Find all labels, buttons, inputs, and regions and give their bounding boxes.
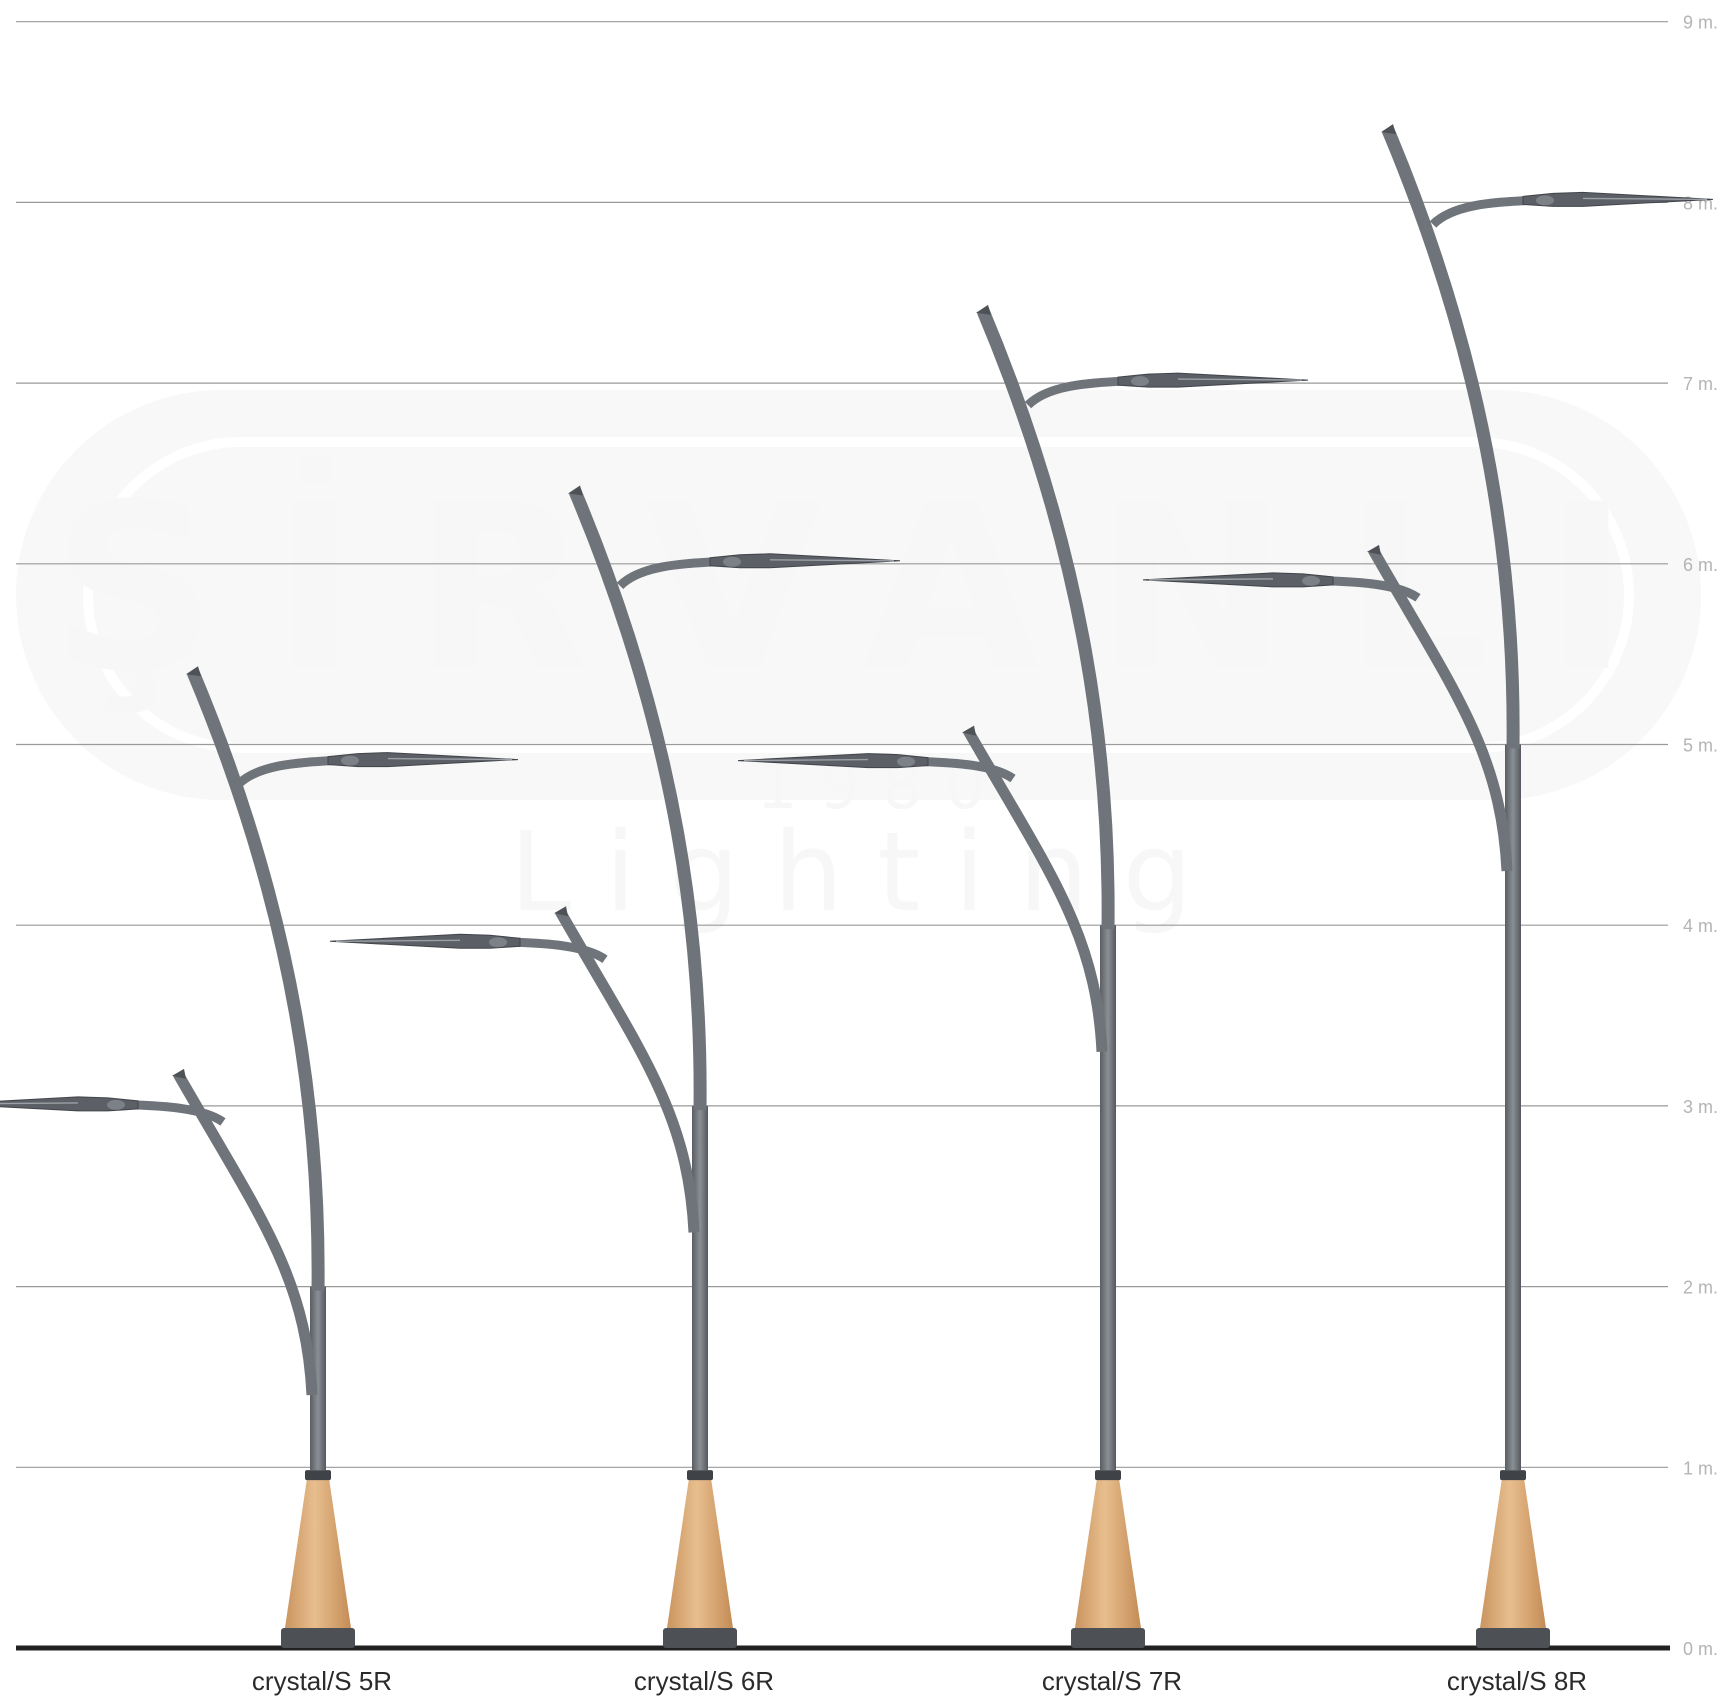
lamp-highlight <box>387 757 513 761</box>
pole-shaft <box>1100 925 1116 1471</box>
lamp-highlight <box>335 939 461 942</box>
lamp-joint <box>1302 575 1320 586</box>
scale-label: 9 m. <box>1683 13 1718 33</box>
lamp-head <box>1522 191 1714 207</box>
lamp-joint <box>1536 195 1554 206</box>
wood-cone <box>1480 1478 1546 1628</box>
lamp-highlight <box>769 559 895 562</box>
brand-watermark: ŞİRVANLI 1980 Lighting <box>16 390 1701 936</box>
lamp-highlight <box>743 758 869 762</box>
upper-lamp-bracket <box>616 557 716 590</box>
scale-label: 6 m. <box>1683 555 1718 575</box>
scale-label: 1 m. <box>1683 1458 1718 1478</box>
upper-lamp-bracket <box>1024 376 1124 409</box>
scale-label: 8 m. <box>1683 193 1718 213</box>
scale-label: 2 m. <box>1683 1278 1718 1298</box>
pole-main-arm <box>977 308 1115 930</box>
pole <box>1142 124 1714 1648</box>
pole-base-plate <box>281 1628 355 1648</box>
lamp-head <box>0 1096 139 1112</box>
scale-label: 0 m. <box>1683 1639 1718 1659</box>
upper-lamp-bracket <box>234 756 334 788</box>
lamp-joint <box>723 556 741 567</box>
pole-secondary-arm <box>1368 547 1513 872</box>
pole <box>737 304 1309 1648</box>
scale-label: 7 m. <box>1683 374 1718 394</box>
model-label: crystal/S 7R <box>1042 1666 1182 1696</box>
wood-cone <box>285 1478 351 1628</box>
pole <box>329 485 901 1648</box>
lamp-joint <box>897 756 915 767</box>
wood-cone <box>1075 1478 1141 1628</box>
lamp-highlight <box>1177 378 1303 381</box>
scale-label: 4 m. <box>1683 916 1718 936</box>
model-label: crystal/S 5R <box>252 1666 392 1696</box>
pole-base-plate <box>1071 1628 1145 1648</box>
lamp-head <box>709 553 901 569</box>
poles-group <box>0 124 1714 1648</box>
upper-lamp-bracket <box>1429 195 1529 228</box>
lamp-joint <box>341 755 359 766</box>
pole-collar <box>687 1470 713 1481</box>
pole-secondary-arm <box>963 727 1108 1052</box>
scale-label: 5 m. <box>1683 736 1718 756</box>
wood-cone <box>667 1478 733 1628</box>
lamp-joint <box>107 1099 125 1110</box>
lamp-head <box>737 753 929 769</box>
watermark-brand: ŞİRVANLI <box>51 454 1684 723</box>
lamp-head <box>1142 572 1334 588</box>
arm-tip <box>554 906 568 917</box>
arm-tip <box>962 725 976 736</box>
arm-tip <box>976 304 991 315</box>
model-label: crystal/S 6R <box>634 1666 774 1696</box>
pole-shaft <box>1505 744 1521 1471</box>
model-label: crystal/S 8R <box>1447 1666 1587 1696</box>
lamp-joint <box>1131 376 1149 387</box>
lamp-head <box>327 752 519 768</box>
lower-lamp-bracket <box>1327 576 1421 602</box>
lamp-highlight <box>1582 197 1708 201</box>
pole-collar <box>1500 1470 1526 1481</box>
lower-lamp-bracket <box>922 757 1016 783</box>
pole-secondary-arm <box>173 1071 318 1396</box>
pole-shaft <box>310 1286 326 1471</box>
scale-label: 3 m. <box>1683 1097 1718 1117</box>
arm-tip <box>186 666 201 677</box>
arm-tip <box>568 485 583 496</box>
pole-main-arm <box>1382 127 1520 749</box>
lamp-highlight <box>1148 578 1274 581</box>
pole-secondary-arm <box>555 908 700 1233</box>
pole-collar <box>1095 1470 1121 1481</box>
lamp-head <box>329 933 521 949</box>
arm-tip <box>172 1068 186 1079</box>
arm-tip <box>1381 124 1396 135</box>
pole <box>0 666 519 1648</box>
lamp-highlight <box>0 1102 79 1105</box>
pole-main-arm <box>187 669 325 1291</box>
watermark-lighting: Lighting <box>510 808 1227 936</box>
pole-shaft <box>692 1105 708 1471</box>
pole-collar <box>305 1470 331 1481</box>
pole-main-arm <box>569 489 707 1110</box>
pole-base-plate <box>663 1628 737 1648</box>
arm-tip <box>1367 544 1381 555</box>
model-labels: crystal/S 5R crystal/S 6R crystal/S 7R crys… <box>252 1666 1587 1696</box>
lower-lamp-bracket <box>514 937 608 964</box>
lamp-head <box>1117 372 1309 388</box>
pole-base-plate <box>1476 1628 1550 1648</box>
lower-lamp-bracket <box>132 1100 226 1126</box>
lamp-joint <box>489 937 507 948</box>
